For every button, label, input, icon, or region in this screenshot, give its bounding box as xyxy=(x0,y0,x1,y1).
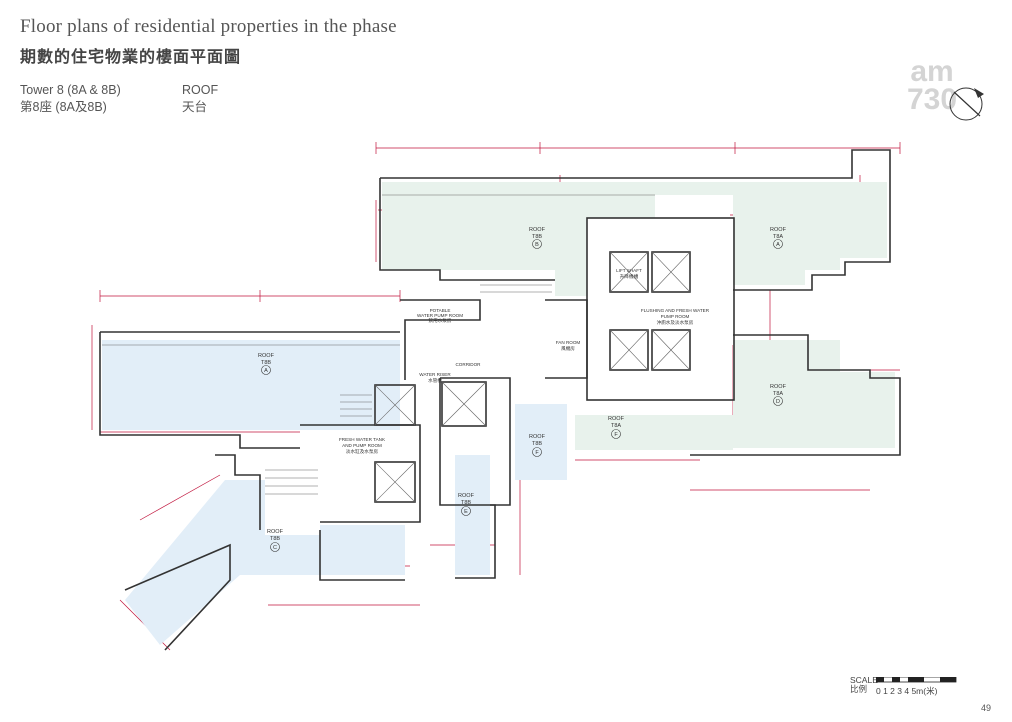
roof-t8b-b-label: ROOF xyxy=(529,227,546,233)
roof-t8a-f xyxy=(575,415,733,450)
page-number: 49 xyxy=(981,703,992,713)
page-title-zh: 期數的住宅物業的樓面平面圖 xyxy=(20,47,242,66)
water-riser-label: WATER RISER xyxy=(419,372,451,377)
roof-t8b-c-tower: T8B xyxy=(270,536,280,542)
freshwater-room-label-zh: 淡水缸及水泵房 xyxy=(346,448,379,455)
scale-bar: SCALE 比例 0 1 2 3 4 5m(米) xyxy=(850,675,957,696)
fan-room-label: FAN ROOM xyxy=(556,340,581,345)
tower-label-zh: 第8座 (8A及8B) xyxy=(20,100,107,114)
page-title-en: Floor plans of residential properties in… xyxy=(20,16,397,37)
floor-level-zh: 天台 xyxy=(182,100,208,114)
potable-room-label-2: WATER PUMP ROOM xyxy=(417,313,463,318)
roof-t8a-a-letter: A xyxy=(776,242,780,248)
roof-t8b-e-label: ROOF xyxy=(458,493,475,499)
roof-t8b-c-label: ROOF xyxy=(267,529,284,535)
roof-t8a-a xyxy=(655,182,887,285)
lift-shaft-label-zh: 升降機槽 xyxy=(620,273,639,280)
floor-level-label: ROOF 天台 xyxy=(182,82,218,116)
roof-t8a-f-tower: T8A xyxy=(611,423,621,429)
roof-t8b-e xyxy=(455,455,490,575)
scale-bar-graphic xyxy=(876,677,957,683)
roof-t8b-f-label: ROOF xyxy=(529,434,546,440)
interior-lines xyxy=(102,194,691,503)
roof-t8b-b-tower: T8B xyxy=(532,234,542,240)
freshwater-room-label: FRESH WATER TANK xyxy=(339,437,386,442)
scale-label-zh: 比例 xyxy=(850,684,868,694)
watermark-line1: am xyxy=(910,55,954,88)
roof-t8b-a-tower: T8B xyxy=(261,360,271,366)
roof-t8a-d-label: ROOF xyxy=(770,384,787,390)
roof-t8a-d-letter: D xyxy=(776,399,780,405)
roof-t8b-c xyxy=(125,480,405,645)
flushing-room-label-zh: 沖廁水及淡水泵房 xyxy=(657,319,694,326)
scale-label-en: SCALE xyxy=(850,675,878,685)
roof-t8b-b xyxy=(382,182,655,296)
water-riser-label-zh: 水管槽 xyxy=(428,377,442,384)
scale-ticks: 0 1 2 3 4 5m(米) xyxy=(876,686,938,696)
flushing-room-label: FLUSHING AND FRESH WATER xyxy=(641,308,710,313)
wall-outlines xyxy=(99,149,901,651)
lift-shaft-label: LIFT SHAFT xyxy=(616,268,642,273)
fan-room-label-zh: 風機房 xyxy=(561,345,575,352)
roof-t8a-d xyxy=(733,340,895,448)
roof-t8a-d-tower: T8A xyxy=(773,391,783,397)
roof-t8b-e-letter: E xyxy=(464,509,468,515)
flushing-room-label-2: PUMP ROOM xyxy=(661,314,690,319)
roof-t8b-f xyxy=(515,404,567,480)
roof-t8b-b-letter: B xyxy=(535,242,539,248)
floor-level-en: ROOF xyxy=(182,83,219,97)
freshwater-room-label-2: AND PUMP ROOM xyxy=(342,443,382,448)
potable-room-label-zh: 飲用水泵房 xyxy=(429,317,452,324)
roof-t8a-a-label: ROOF xyxy=(770,227,787,233)
watermark-line2: 730 xyxy=(906,83,958,116)
roof-t8a-f-label: ROOF xyxy=(608,416,625,422)
north-arrow-icon xyxy=(949,87,984,121)
roof-t8b-f-letter: F xyxy=(535,450,539,456)
roof-t8b-a-letter: A xyxy=(264,368,268,374)
roof-t8b-e-tower: T8B xyxy=(461,500,471,506)
roof-letter-circles xyxy=(261,239,783,552)
tower-label: Tower 8 (8A & 8B) 第8座 (8A及8B) xyxy=(20,82,121,116)
corridor-label: CORRIDOR xyxy=(455,362,481,367)
roof-areas xyxy=(102,182,895,645)
roof-t8a-a-tower: T8A xyxy=(773,234,783,240)
roof-t8b-c-letter: C xyxy=(273,545,277,551)
roof-t8b-a xyxy=(102,340,400,430)
watermark-logo: am 730 xyxy=(900,55,964,124)
roof-t8b-f-tower: T8B xyxy=(532,441,542,447)
roof-t8b-a-label: ROOF xyxy=(258,353,275,359)
potable-room-label: POTABLE xyxy=(430,308,451,313)
roof-t8a-f-letter: F xyxy=(614,432,618,438)
tower-label-en: Tower 8 (8A & 8B) xyxy=(20,83,121,97)
